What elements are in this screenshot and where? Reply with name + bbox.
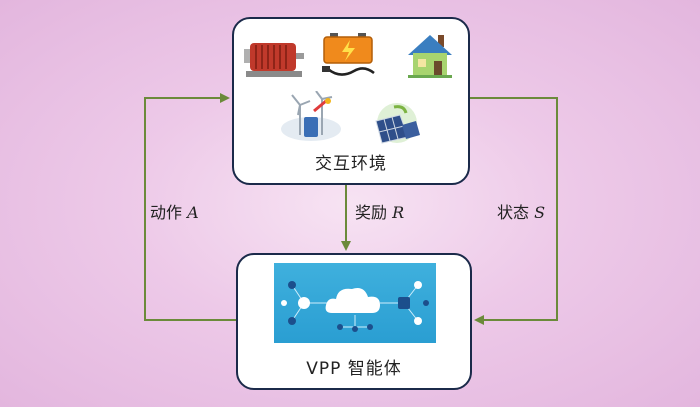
agent-box: VPP 智能体 — [236, 253, 472, 390]
state-symbol: S — [534, 203, 546, 222]
battery-charger-icon — [322, 33, 375, 76]
reward-symbol: R — [392, 203, 405, 222]
action-text: 动作 — [150, 203, 188, 222]
state-label: 状态 S — [497, 199, 545, 223]
reward-label: 奖励 R — [355, 199, 404, 223]
state-arrow — [470, 97, 558, 325]
action-symbol: A — [187, 203, 199, 222]
cloud-network-icon — [281, 281, 429, 332]
solar-panel-icon — [375, 103, 420, 144]
reward-text: 奖励 — [355, 203, 393, 222]
agent-label: VPP 智能体 — [306, 359, 402, 379]
action-label: 动作 A — [150, 199, 199, 223]
cloud-network-panel — [274, 263, 436, 343]
wind-turbine-icon — [281, 91, 341, 141]
action-arrow — [144, 93, 236, 321]
house-icon — [408, 35, 452, 78]
environment-label: 交互环境 — [315, 154, 387, 174]
state-text: 状态 — [497, 203, 535, 222]
motor-icon — [244, 43, 304, 77]
environment-box: 交互环境 — [232, 17, 470, 185]
